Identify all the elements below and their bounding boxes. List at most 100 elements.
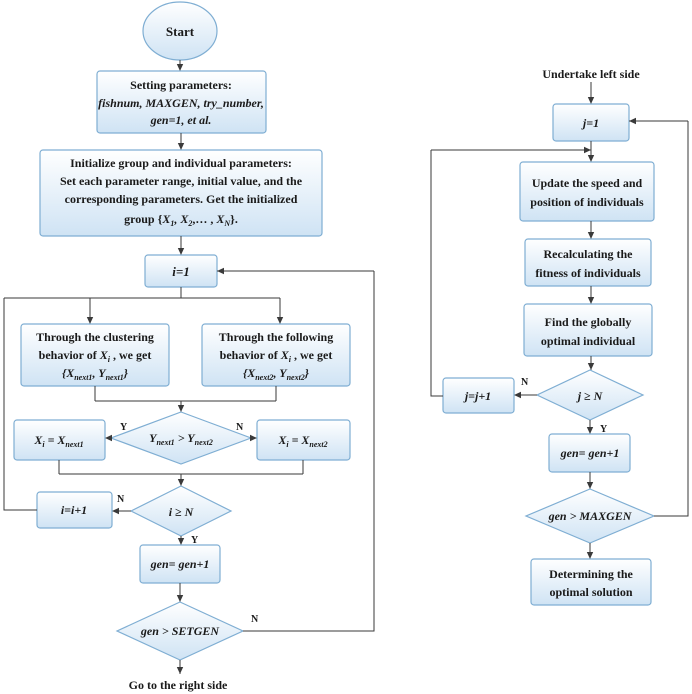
icond-no-label: N bbox=[117, 494, 125, 505]
j-cond-label: j ≥ N bbox=[576, 389, 604, 403]
setting-parameters-box: Setting parameters: fishnum, MAXGEN, try… bbox=[96, 70, 267, 134]
start-label: Start bbox=[166, 24, 195, 39]
follow-line2-pre: behavior of bbox=[220, 348, 281, 362]
follow-line3-end: } bbox=[304, 366, 310, 380]
determine-line2: optimal solution bbox=[549, 585, 632, 599]
cluster-line3-a: {X bbox=[62, 366, 75, 380]
compare-op: > Y bbox=[175, 431, 197, 445]
icond-yes-label: Y bbox=[191, 535, 199, 546]
compare-y2-sub: next2 bbox=[195, 438, 213, 447]
init-line4: group {X1, X2,… ,XN}. bbox=[124, 212, 238, 228]
recalc-line1: Recalculating the bbox=[544, 247, 634, 261]
assign2-rhs-sub: next2 bbox=[309, 440, 327, 449]
loop-jinc-back bbox=[430, 150, 443, 397]
gen-inc-right-box: gen= gen+1 bbox=[548, 433, 631, 473]
maxgen-diamond: gen > MAXGEN bbox=[524, 488, 656, 544]
setting-line1: fishnum, MAXGEN, try_number, bbox=[98, 96, 264, 110]
j-cond-diamond: j ≥ N bbox=[535, 369, 645, 421]
follow-line2-post: , we get bbox=[291, 348, 332, 362]
i-cond-label: i ≥ N bbox=[169, 505, 195, 519]
compare-y1: Y bbox=[149, 431, 158, 445]
i-inc-box: i=i+1 bbox=[36, 491, 113, 529]
init-line2: Set each parameter range, initial value,… bbox=[60, 174, 303, 188]
init-end: }. bbox=[230, 212, 238, 226]
assign1-sub: i bbox=[42, 440, 45, 449]
cluster-line3-sub1: next1 bbox=[74, 373, 92, 382]
clustering-box: Through the clustering behavior of Xi , … bbox=[20, 323, 170, 387]
setting-line2: gen=1, et al. bbox=[150, 113, 212, 127]
cluster-line3: {Xnext1, Ynext1} bbox=[62, 366, 129, 382]
init-xn-sub: N bbox=[223, 219, 231, 228]
cluster-line2: behavior of Xi , we get bbox=[39, 348, 152, 364]
determine-box: Determining the optimal solution bbox=[530, 558, 652, 606]
cluster-line2-sub: i bbox=[108, 355, 111, 364]
determine-line1: Determining the bbox=[549, 567, 633, 581]
assign1-eq: = X bbox=[45, 433, 67, 447]
init-x1: X bbox=[161, 212, 171, 226]
assign1-label: Xi = Xnext1 bbox=[33, 433, 83, 449]
init-line3: corresponding parameters. Get the initia… bbox=[65, 192, 298, 206]
follow-line3-sub2: next2 bbox=[287, 373, 305, 382]
assign-next1-box: Xi = Xnext1 bbox=[13, 419, 106, 461]
assign-next2-box: Xi = Xnext2 bbox=[256, 419, 351, 461]
follow-line3-a: {X bbox=[243, 366, 256, 380]
compare-y1-sub: next1 bbox=[156, 438, 174, 447]
init-x1-sub: 1 bbox=[170, 219, 174, 228]
recalc-box: Recalculating the fitness of individuals bbox=[524, 238, 652, 287]
goto-right-label: Go to the right side bbox=[129, 678, 228, 692]
assign2-eq: = X bbox=[289, 433, 311, 447]
j-inc-label: j=j+1 bbox=[463, 389, 491, 403]
gen-inc-left-box: gen= gen+1 bbox=[139, 544, 221, 584]
following-box: Through the following behavior of Xi , w… bbox=[201, 323, 351, 387]
init-x2-sub: 2 bbox=[187, 219, 192, 228]
update-box: Update the speed and position of individ… bbox=[519, 161, 655, 222]
cluster-line2-post: , we get bbox=[110, 348, 151, 362]
loop-iinc-back bbox=[3, 298, 37, 511]
find-line1: Find the globally bbox=[545, 315, 632, 329]
j-init-box: j=1 bbox=[552, 103, 630, 142]
follow-line3: {Xnext2, Ynext2} bbox=[243, 366, 310, 382]
recalc-line2: fitness of individuals bbox=[535, 266, 641, 280]
assign1-rhs-sub: next1 bbox=[65, 440, 83, 449]
cluster-line3-sub2: next1 bbox=[106, 373, 124, 382]
assign1-x: X bbox=[33, 433, 43, 447]
assign2-x: X bbox=[277, 433, 287, 447]
init-x2: , X bbox=[173, 212, 189, 226]
maxgen-label: gen > MAXGEN bbox=[548, 509, 633, 523]
follow-line2: behavior of Xi , we get bbox=[220, 348, 333, 364]
cluster-line1: Through the clustering bbox=[36, 330, 154, 344]
start-node: Start bbox=[142, 1, 218, 61]
setgen-no-label: N bbox=[251, 614, 259, 625]
follow-line2-sub: i bbox=[289, 355, 292, 364]
init-dots: ,… , bbox=[192, 212, 213, 226]
update-line2: position of individuals bbox=[530, 195, 644, 209]
cluster-line3-mid: , Y bbox=[91, 366, 107, 380]
gen-inc-left-label: gen= gen+1 bbox=[150, 557, 210, 571]
init-line1: Initialize group and individual paramete… bbox=[70, 156, 292, 170]
follow-line1: Through the following bbox=[219, 330, 333, 344]
setgen-diamond: gen > SETGEN bbox=[115, 601, 245, 661]
update-line1: Update the speed and bbox=[532, 176, 643, 190]
cluster-line2-var: X bbox=[99, 348, 109, 362]
assign2-sub: i bbox=[286, 440, 289, 449]
i-init-box: i=1 bbox=[144, 254, 218, 288]
gen-inc-right-label: gen= gen+1 bbox=[560, 446, 620, 460]
compare-yes-label: Y bbox=[120, 422, 128, 433]
follow-line3-mid: , Y bbox=[272, 366, 288, 380]
init-xn: X bbox=[215, 212, 225, 226]
compare-no-label: N bbox=[236, 422, 244, 433]
initialize-box: Initialize group and individual paramete… bbox=[39, 149, 323, 237]
compare-diamond: Ynext1 > Ynext2 bbox=[109, 411, 253, 465]
loop-maxgen-no bbox=[654, 121, 689, 517]
assign2-label: Xi = Xnext2 bbox=[277, 433, 327, 449]
cluster-line3-end: } bbox=[123, 366, 129, 380]
undertake-label: Undertake left side bbox=[542, 67, 640, 81]
find-line2: optimal individual bbox=[541, 334, 636, 348]
follow-line3-sub1: next2 bbox=[255, 373, 273, 382]
setgen-label: gen > SETGEN bbox=[140, 624, 221, 638]
follow-line2-var: X bbox=[280, 348, 290, 362]
init-group-text: group { bbox=[124, 212, 162, 226]
cluster-line2-pre: behavior of bbox=[39, 348, 100, 362]
compare-label: Ynext1 > Ynext2 bbox=[149, 431, 213, 447]
